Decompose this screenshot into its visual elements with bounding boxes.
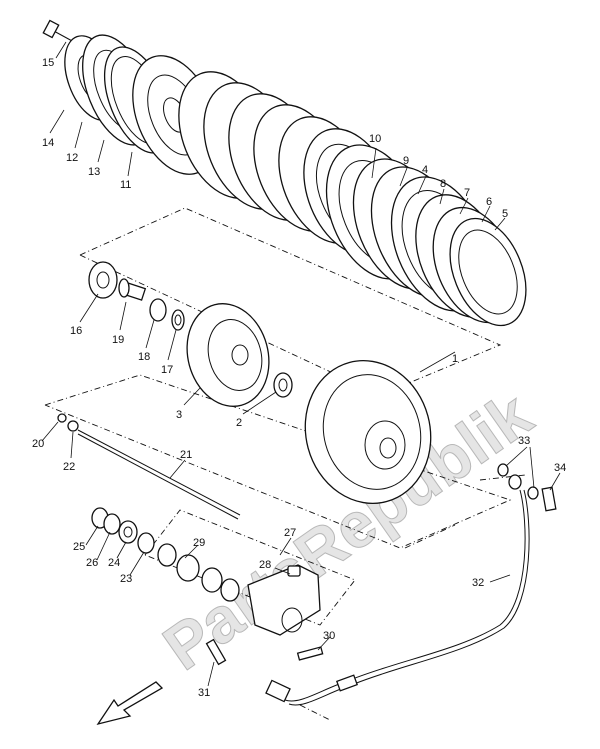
callout-9: 9 — [403, 155, 409, 167]
callout-29: 29 — [193, 537, 205, 549]
piston-set-29[interactable] — [157, 543, 240, 602]
leader-lines — [41, 41, 561, 687]
oring-22[interactable] — [67, 420, 79, 432]
bolt-15[interactable] — [42, 19, 75, 43]
washers-33[interactable] — [497, 463, 539, 500]
callout-20: 20 — [32, 438, 44, 450]
callout-16: 16 — [70, 325, 82, 337]
callout-22: 22 — [63, 461, 75, 473]
bleeder-28[interactable] — [287, 565, 301, 577]
callout-26: 26 — [86, 557, 98, 569]
push-rod-21[interactable] — [77, 429, 241, 520]
callout-13: 13 — [88, 166, 100, 178]
callout-8: 8 — [440, 178, 446, 190]
washer-17[interactable] — [171, 309, 185, 331]
callout-1: 1 — [452, 353, 458, 365]
callout-32: 32 — [472, 577, 484, 589]
washer-23[interactable] — [137, 532, 155, 554]
spring-5[interactable] — [435, 207, 540, 336]
callout-3: 3 — [176, 409, 182, 421]
callout-23: 23 — [120, 573, 132, 585]
slave-cylinder-27[interactable] — [247, 564, 321, 636]
primary-driven-gear-3[interactable] — [176, 294, 280, 415]
collar-18[interactable] — [149, 298, 167, 322]
callout-6: 6 — [486, 196, 492, 208]
callout-34: 34 — [554, 462, 566, 474]
callout-4: 4 — [422, 164, 428, 176]
callout-labels: 15 14 12 13 11 10 9 4 8 7 6 5 16 19 18 1… — [32, 57, 566, 699]
callout-30: 30 — [323, 630, 335, 642]
callout-2: 2 — [236, 417, 242, 429]
callout-12: 12 — [66, 152, 78, 164]
callout-18: 18 — [138, 351, 150, 363]
union-bolt-34[interactable] — [541, 486, 557, 512]
ball-20[interactable] — [57, 413, 67, 423]
bolt-30[interactable] — [296, 646, 324, 661]
callout-19: 19 — [112, 334, 124, 346]
callout-28: 28 — [259, 559, 271, 571]
callout-15: 15 — [42, 57, 54, 69]
callout-10: 10 — [369, 133, 381, 145]
bolt-31[interactable] — [205, 638, 227, 666]
callout-5: 5 — [502, 208, 508, 220]
callout-21: 21 — [180, 449, 192, 461]
callout-25: 25 — [73, 541, 85, 553]
front-direction-arrow-icon — [96, 681, 164, 726]
shaft-19[interactable] — [118, 278, 147, 301]
washer-2[interactable] — [273, 372, 293, 398]
callout-33: 33 — [518, 435, 530, 447]
clutch-housing-1[interactable] — [289, 346, 446, 517]
bearing-16[interactable] — [88, 261, 118, 299]
callout-14: 14 — [42, 137, 54, 149]
callout-17: 17 — [161, 364, 173, 376]
collar-24[interactable] — [118, 520, 138, 544]
callout-7: 7 — [464, 187, 470, 199]
callout-27: 27 — [284, 527, 296, 539]
callout-11: 11 — [120, 179, 131, 191]
callout-24: 24 — [108, 557, 120, 569]
clutch-hose-32[interactable] — [265, 489, 530, 706]
seal-26[interactable] — [103, 513, 121, 535]
callout-31: 31 — [198, 687, 210, 699]
